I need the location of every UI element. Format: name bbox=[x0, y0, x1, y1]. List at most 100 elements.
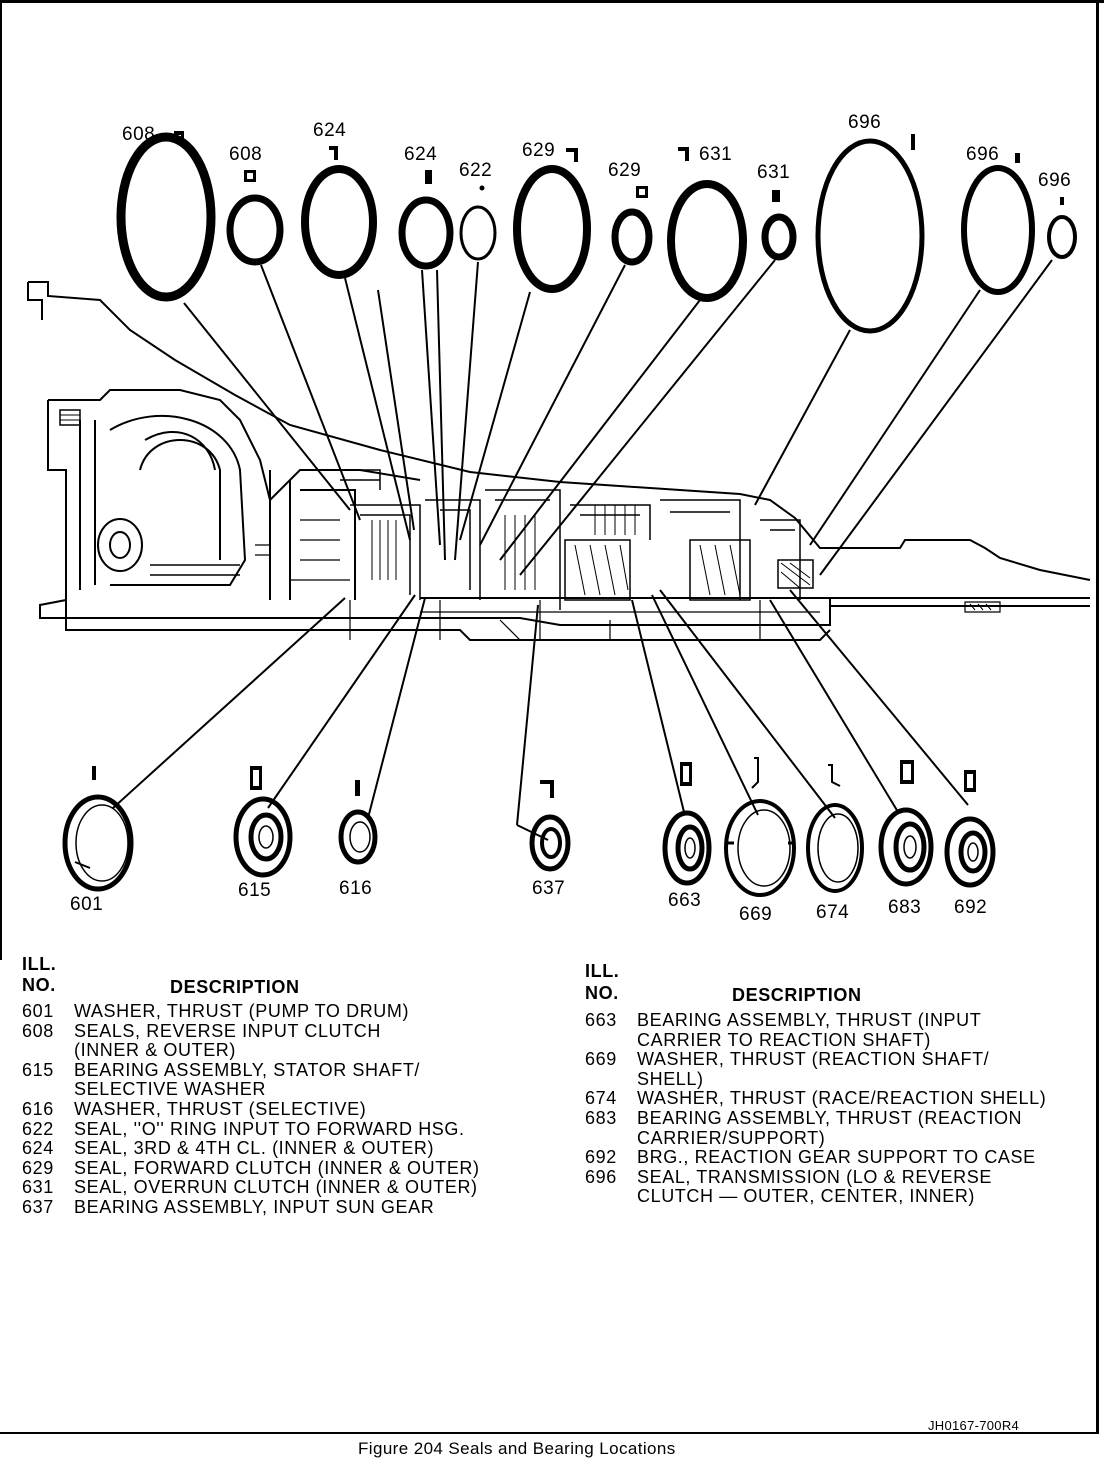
callout-629-outer: 629 bbox=[522, 140, 555, 161]
callout-615: 615 bbox=[238, 880, 271, 901]
callout-616: 616 bbox=[339, 878, 372, 899]
washer-601 bbox=[62, 766, 134, 892]
legend-item-description: BEARING ASSEMBLY, THRUST (INPUT bbox=[637, 1010, 982, 1030]
seal-624-inner bbox=[398, 196, 454, 270]
legend-left-ill-header: ILL. bbox=[22, 954, 57, 974]
frame-right-border bbox=[1096, 0, 1099, 1434]
legend-item-number: 663 bbox=[585, 1010, 617, 1030]
callout-631-inner: 631 bbox=[757, 162, 790, 183]
washer-669 bbox=[724, 757, 796, 897]
seal-608-outer bbox=[116, 132, 216, 302]
bearing-663 bbox=[662, 762, 712, 886]
seal-608-inner bbox=[226, 194, 284, 266]
callout-669: 669 bbox=[739, 904, 772, 925]
legend-item-number: 631 bbox=[22, 1177, 54, 1198]
legend-item-description: BEARING ASSEMBLY, INPUT SUN GEAR bbox=[74, 1197, 435, 1217]
callout-692: 692 bbox=[954, 897, 987, 918]
bearing-683 bbox=[878, 760, 934, 887]
bearing-615 bbox=[233, 766, 293, 878]
top-seals bbox=[116, 131, 1077, 334]
bearing-637 bbox=[529, 780, 571, 872]
legend-item-683: 683 BEARING ASSEMBLY, THRUST (REACTION bbox=[585, 1108, 1023, 1129]
seal-696-outer bbox=[815, 138, 925, 334]
callout-608-inner: 608 bbox=[229, 144, 262, 165]
legend-item-description: SEAL, FORWARD CLUTCH (INNER & OUTER) bbox=[74, 1157, 480, 1178]
legend-item-description: BEARING ASSEMBLY, STATOR SHAFT/ bbox=[74, 1059, 421, 1080]
legend-item-674: 674 WASHER, THRUST (RACE/REACTION SHELL) bbox=[585, 1089, 1046, 1109]
legend-item-601: 601 WASHER, THRUST (PUMP TO DRUM) bbox=[22, 1001, 410, 1022]
legend-item-696-continuation: CLUTCH — OUTER, CENTER, INNER) bbox=[637, 1186, 976, 1207]
legend-item-number: 616 bbox=[22, 1099, 54, 1119]
legend-item-description: SEAL, ''O'' RING INPUT TO FORWARD HSG. bbox=[74, 1118, 465, 1139]
callout-624-inner: 624 bbox=[404, 144, 437, 165]
legend-item-696: 696 SEAL, TRANSMISSION (LO & REVERSE bbox=[585, 1166, 992, 1188]
frame-top-border bbox=[0, 0, 1104, 3]
callout-683: 683 bbox=[888, 897, 921, 918]
seal-629-inner bbox=[611, 208, 653, 266]
callout-663: 663 bbox=[668, 890, 701, 911]
legend-item-description: SEAL, 3RD & 4TH CL. (INNER & OUTER) bbox=[74, 1138, 435, 1159]
callout-696-center: 696 bbox=[966, 144, 999, 165]
frame-bottom-border bbox=[0, 1432, 1099, 1434]
bottom-parts bbox=[62, 757, 996, 897]
callout-637: 637 bbox=[532, 878, 565, 899]
seals-bearings-diagram: 608 608 624 624 622 629 629 631 631 696 … bbox=[27, 112, 1091, 925]
legend-item-description: WASHER, THRUST (SELECTIVE) bbox=[74, 1099, 367, 1119]
seal-631-inner bbox=[761, 213, 797, 261]
top-callout-labels: 608 608 624 624 622 629 629 631 631 696 … bbox=[122, 112, 1071, 191]
callout-608-outer: 608 bbox=[122, 124, 155, 145]
legend-item-number: 683 bbox=[585, 1108, 617, 1128]
legend-item-number: 669 bbox=[585, 1049, 617, 1070]
legend-item-description: WASHER, THRUST (RACE/REACTION SHELL) bbox=[637, 1088, 1047, 1109]
legend-item-description: SEAL, OVERRUN CLUTCH (INNER & OUTER) bbox=[74, 1177, 478, 1198]
washer-674 bbox=[806, 764, 864, 893]
legend-item-number: 674 bbox=[585, 1088, 617, 1109]
legend-item-669: 669 WASHER, THRUST (REACTION SHAFT/ bbox=[585, 1049, 990, 1070]
legend-item-number: 615 bbox=[22, 1059, 54, 1080]
legend-right-ill-header: ILL. bbox=[585, 961, 620, 981]
legend-item-608-continuation: (INNER & OUTER) bbox=[74, 1040, 236, 1061]
seal-624-outer bbox=[301, 165, 377, 279]
leader-lines bbox=[112, 259, 1053, 841]
callout-674: 674 bbox=[816, 902, 849, 923]
legend-item-number: 696 bbox=[585, 1166, 617, 1187]
callout-631-outer: 631 bbox=[699, 144, 732, 165]
figure-caption: Figure 204 Seals and Bearing Locations bbox=[358, 1439, 676, 1458]
legend-left-description-header: DESCRIPTION bbox=[170, 977, 300, 997]
callout-696-outer: 696 bbox=[848, 112, 881, 133]
legend-item-615: 615 BEARING ASSEMBLY, STATOR SHAFT/ bbox=[22, 1059, 421, 1081]
legend-item-description: BRG., REACTION GEAR SUPPORT TO CASE bbox=[637, 1147, 1036, 1168]
callout-696-inner: 696 bbox=[1038, 170, 1071, 191]
legend-item-description: WASHER, THRUST (PUMP TO DRUM) bbox=[74, 1001, 410, 1021]
legend-right-no-header: NO. bbox=[585, 983, 619, 1003]
legend-item-number: 629 bbox=[22, 1157, 54, 1178]
bearing-692 bbox=[944, 770, 996, 888]
legend-item-683-continuation: CARRIER/SUPPORT) bbox=[637, 1127, 826, 1148]
legend-left-no-header: NO. bbox=[22, 975, 56, 995]
legend-item-616: 616 WASHER, THRUST (SELECTIVE) bbox=[22, 1099, 367, 1120]
frame-left-border bbox=[0, 0, 2, 960]
callout-629-inner: 629 bbox=[608, 160, 641, 181]
reference-code: JH0167-700R4 bbox=[928, 1418, 1020, 1433]
legend-item-629: 629 SEAL, FORWARD CLUTCH (INNER & OUTER) bbox=[22, 1157, 480, 1179]
transmission-cross-section bbox=[27, 281, 1091, 641]
seal-631-outer bbox=[667, 180, 747, 302]
legend-item-number: 601 bbox=[22, 1001, 54, 1021]
seal-section-glyphs bbox=[174, 131, 1064, 205]
legend-item-615-continuation: SELECTIVE WASHER bbox=[74, 1079, 266, 1100]
legend-item-description: WASHER, THRUST (REACTION SHAFT/ bbox=[637, 1049, 990, 1070]
legend-item-description: BEARING ASSEMBLY, THRUST (REACTION bbox=[637, 1108, 1023, 1128]
legend-item-663-continuation: CARRIER TO REACTION SHAFT) bbox=[637, 1029, 931, 1050]
callout-601: 601 bbox=[70, 894, 103, 915]
washer-616 bbox=[338, 780, 378, 865]
seal-696-inner bbox=[1047, 215, 1077, 259]
seal-629-outer bbox=[513, 165, 591, 293]
legend-item-description: SEAL, TRANSMISSION (LO & REVERSE bbox=[637, 1166, 992, 1187]
